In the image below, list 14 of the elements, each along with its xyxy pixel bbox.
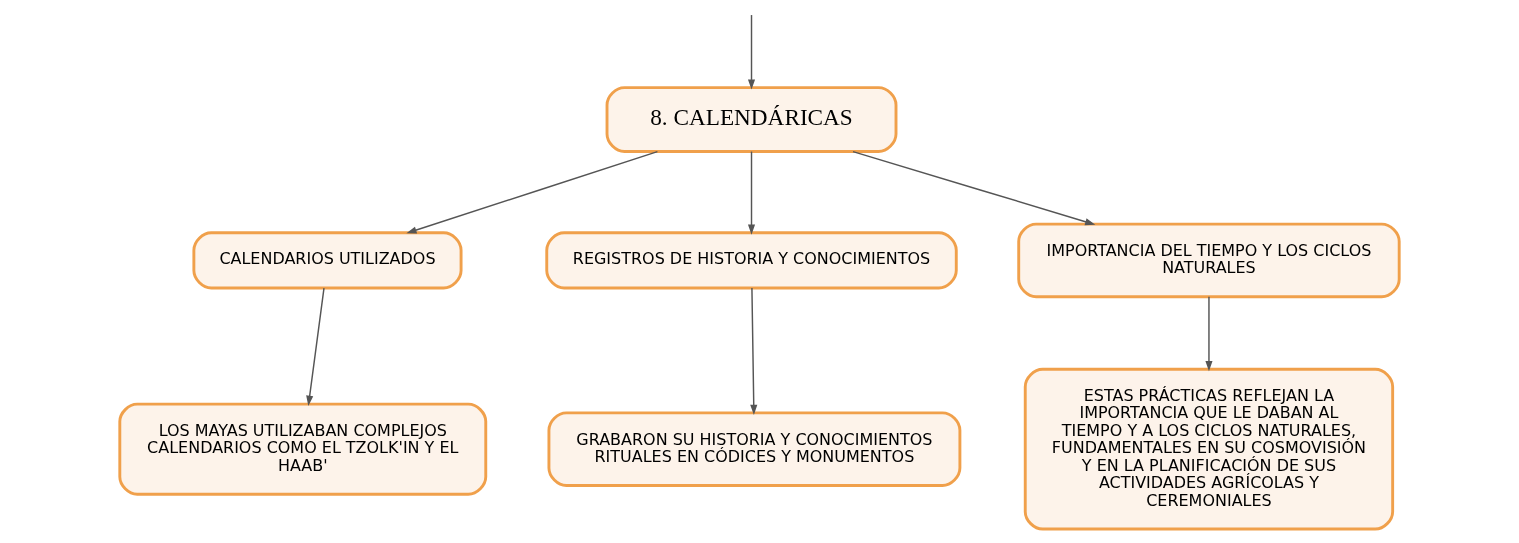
arrow	[747, 14, 756, 90]
arrow	[1205, 296, 1213, 372]
node-box: IMPORTANCIA DEL TIEMPO Y LOS CICLOS NATURALES	[1017, 222, 1401, 299]
arrow	[852, 150, 1096, 226]
arrow	[306, 287, 325, 406]
arrow	[750, 287, 758, 415]
node-box: REGISTROS DE HISTORIA Y CONOCIMIENTOS	[545, 231, 958, 290]
node-box: ESTAS PRÁCTICAS REFLEJAN LA IMPORTANCIA QUE LE DABAN AL TIEMPO Y A LOS CICLOS NATURALES, FUNDAMENTALES EN SU COSMOVISIÓN Y EN LA PLANIFICACIÓN DE SUS ACTIVIDADES AGRÍCOLAS Y CEREMONIALES	[1023, 367, 1395, 531]
node-box: LOS MAYAS UTILIZABAN COMPLEJOS CALENDARIOS COMO EL TZOLK'IN Y EL HAAB'	[118, 402, 488, 496]
arrow	[406, 150, 659, 234]
node-box: 8. CALENDÁRICAS	[605, 86, 898, 153]
arrow	[747, 150, 756, 235]
node-box: CALENDARIOS UTILIZADOS	[192, 231, 463, 290]
node-box: GRABARON SU HISTORIA Y CONOCIMIENTOS RITUALES EN CÓDICES Y MONUMENTOS	[547, 411, 962, 487]
